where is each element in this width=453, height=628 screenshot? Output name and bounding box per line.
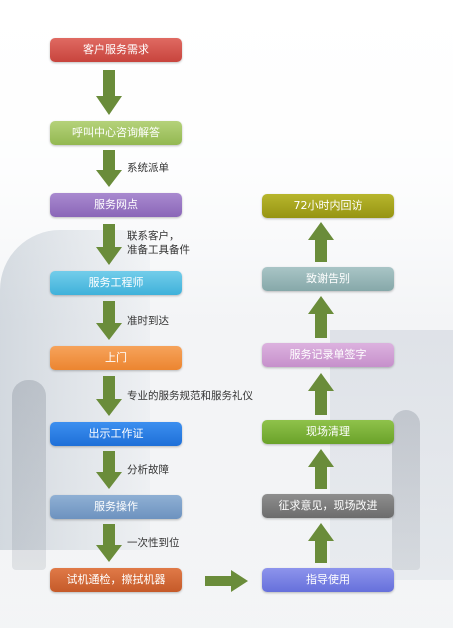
background-person: [392, 410, 420, 570]
step-test-and-clean: 试机通检，擦拭机器: [50, 568, 182, 592]
note-on-time: 准时到达: [127, 315, 169, 327]
step-site-cleanup: 现场清理: [262, 420, 394, 444]
step-on-site: 上门: [50, 346, 182, 370]
background-building: [330, 330, 453, 580]
step-service-engineer: 服务工程师: [50, 271, 182, 295]
step-72h-follow-up: 72小时内回访: [262, 194, 394, 218]
down-arrow-icon: [96, 451, 122, 489]
up-arrow-icon: [308, 449, 334, 489]
down-arrow-icon: [96, 70, 122, 115]
step-usage-guidance: 指导使用: [262, 568, 394, 592]
up-arrow-icon: [308, 373, 334, 415]
up-arrow-icon: [308, 222, 334, 262]
note-service-etiquette: 专业的服务规范和服务礼仪: [127, 390, 253, 402]
step-collect-feedback: 征求意见，现场改进: [262, 494, 394, 518]
down-arrow-icon: [96, 224, 122, 265]
step-thank-and-leave: 致谢告别: [262, 267, 394, 291]
step-show-id: 出示工作证: [50, 422, 182, 446]
background-person: [12, 380, 46, 570]
note-one-time-fix: 一次性到位: [127, 537, 180, 549]
down-arrow-icon: [96, 301, 122, 340]
note-contact-customer: 联系客户，: [127, 230, 180, 242]
note-analyze-fault: 分析故障: [127, 464, 169, 476]
down-arrow-icon: [96, 376, 122, 416]
down-arrow-icon: [96, 150, 122, 187]
right-arrow-icon: [205, 570, 248, 592]
step-service-operation: 服务操作: [50, 495, 182, 519]
note-prepare-tools: 准备工具备件: [127, 244, 190, 256]
step-customer-demand: 客户服务需求: [50, 38, 182, 62]
step-service-outlet: 服务网点: [50, 193, 182, 217]
step-sign-service-record: 服务记录单签字: [262, 343, 394, 367]
down-arrow-icon: [96, 524, 122, 562]
note-dispatch: 系统派单: [127, 162, 169, 174]
up-arrow-icon: [308, 523, 334, 563]
step-call-center: 呼叫中心咨询解答: [50, 121, 182, 145]
up-arrow-icon: [308, 296, 334, 338]
